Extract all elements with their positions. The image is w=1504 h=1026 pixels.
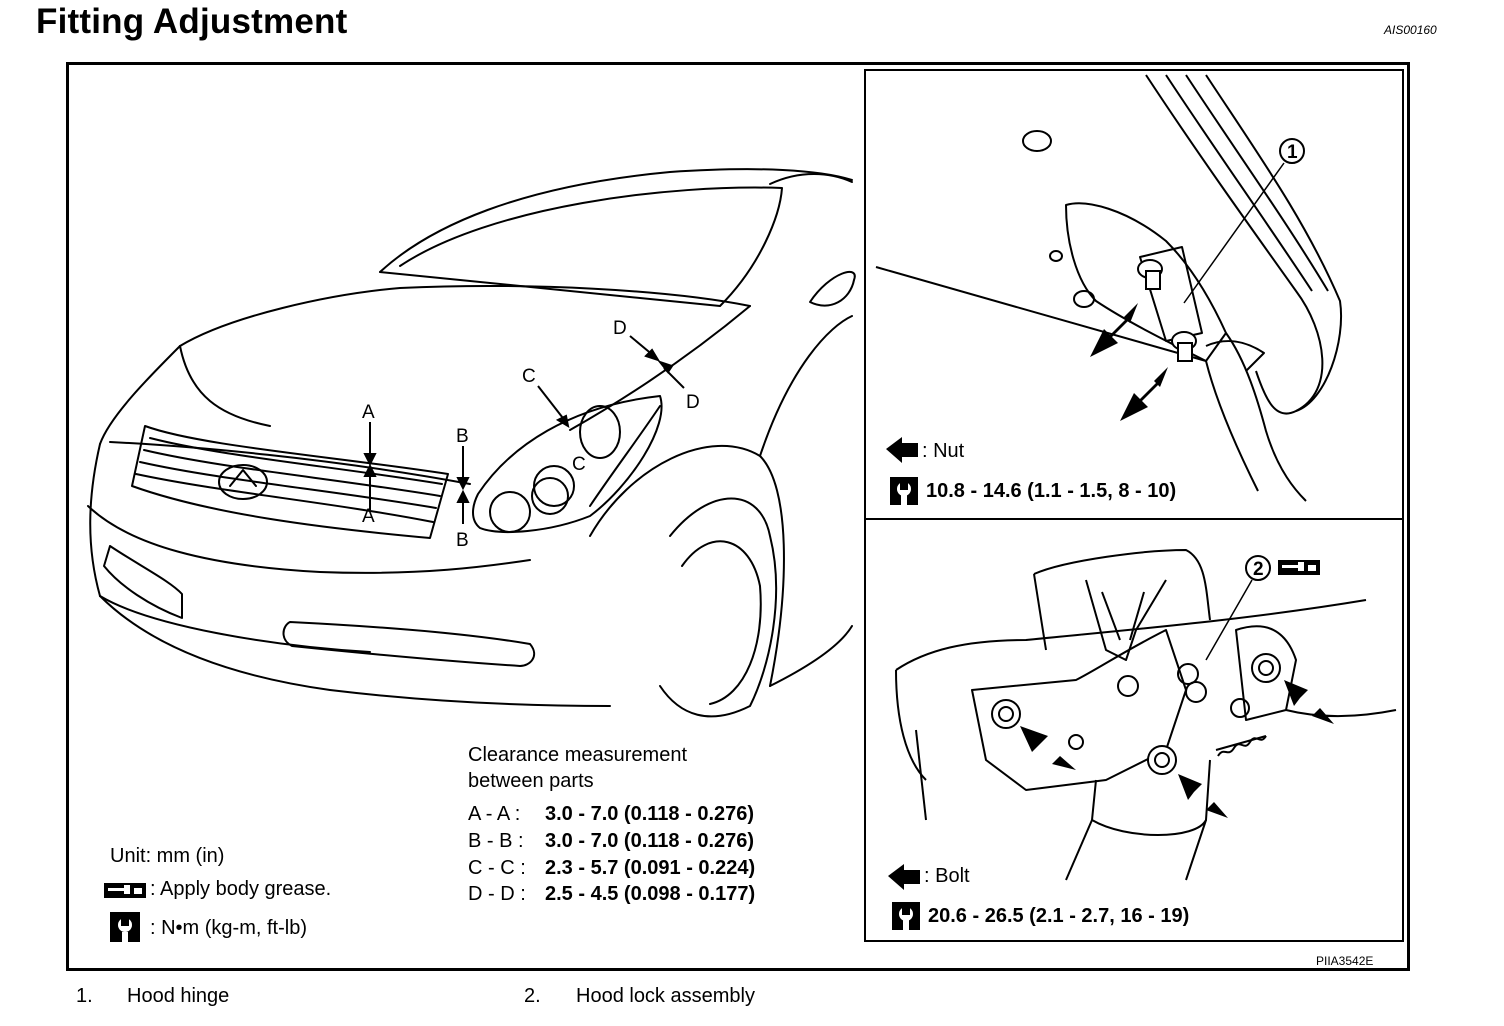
marker-b-top: B xyxy=(456,426,469,447)
torque-wrench-icon xyxy=(892,902,920,930)
marker-c-top: C xyxy=(522,366,536,387)
bolt-torque-value: 20.6 - 26.5 (2.1 - 2.7, 16 - 19) xyxy=(928,905,1190,927)
marker-a-bottom: A xyxy=(362,506,375,527)
page-title: Fitting Adjustment xyxy=(36,2,348,41)
clearance-row-label: B - B : xyxy=(468,830,524,852)
hood-hinge-drawing: 1 xyxy=(875,74,1342,505)
figure-code: PIIA3542E xyxy=(1316,954,1374,968)
hood-lock-drawing: 2 xyxy=(888,549,1397,930)
clearance-row-value: 2.3 - 5.7 (0.091 - 0.224) xyxy=(545,857,756,879)
clearance-row-value: 3.0 - 7.0 (0.118 - 0.276) xyxy=(545,803,755,825)
clearance-heading: Clearance measurement xyxy=(468,744,687,766)
marker-d-top: D xyxy=(613,318,627,339)
grease-legend-text: : Apply body grease. xyxy=(150,878,332,900)
clearance-row-value: 3.0 - 7.0 (0.118 - 0.276) xyxy=(545,830,755,852)
bolt-arrow-label: : Bolt xyxy=(924,865,970,887)
part-name: Hood lock assembly xyxy=(576,985,755,1007)
clearance-row-label: C - C : xyxy=(468,857,526,879)
marker-b-bottom: B xyxy=(456,530,469,551)
callout-1: 1 xyxy=(1287,142,1298,163)
marker-a-top: A xyxy=(362,402,375,423)
clearance-row-label: D - D : xyxy=(468,883,526,905)
clearance-row-label: A - A : xyxy=(468,803,521,825)
grease-icon xyxy=(1278,560,1320,575)
nut-torque-value: 10.8 - 14.6 (1.1 - 1.5, 8 - 10) xyxy=(926,480,1177,502)
torque-units-text: : N•m (kg-m, ft-lb) xyxy=(150,917,307,939)
clearance-subheading: between parts xyxy=(468,770,594,792)
torque-wrench-icon xyxy=(890,477,918,505)
callout-2: 2 xyxy=(1253,559,1264,580)
torque-wrench-icon xyxy=(110,912,140,942)
part-number: 1. xyxy=(76,985,93,1007)
clearance-row-value: 2.5 - 4.5 (0.098 - 0.177) xyxy=(545,883,756,905)
figure-frame xyxy=(66,62,1410,971)
part-name: Hood hinge xyxy=(127,985,230,1007)
car-drawing: A A B B C C D D xyxy=(87,168,856,718)
marker-c-bottom: C xyxy=(572,454,586,475)
grease-icon xyxy=(104,883,146,898)
nut-arrow-label: : Nut xyxy=(922,440,965,462)
marker-d-bottom: D xyxy=(686,392,700,413)
unit-label: Unit: mm (in) xyxy=(110,845,225,867)
part-number: 2. xyxy=(524,985,541,1007)
hood-lock-panel xyxy=(864,518,1404,942)
document-code: AIS00160 xyxy=(1384,23,1437,37)
